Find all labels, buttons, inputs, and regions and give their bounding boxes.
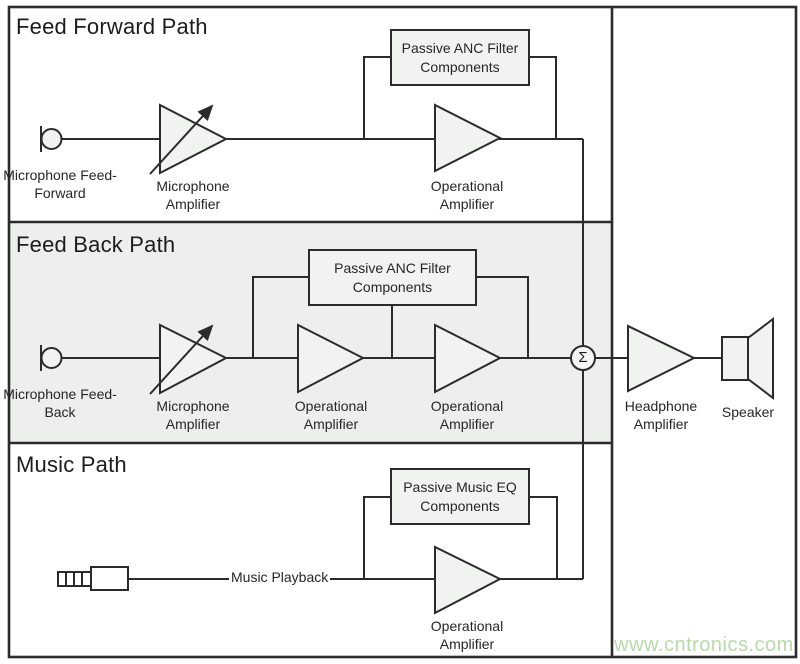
microphone-amplifier-icon (149, 323, 229, 395)
operational-amplifier-label: Operational Amplifier (294, 398, 368, 433)
feed-forward-path-shapes (40, 29, 584, 579)
microphone-feed-forward-label: Microphone Feed-Forward (3, 167, 117, 202)
watermark: www.cntronics.com (614, 634, 794, 656)
variable-gain-arrow-icon (149, 104, 214, 175)
microphone-feed-back-icon (40, 345, 63, 371)
operational-amplifier-icon (297, 323, 366, 394)
output-stage-shapes (627, 316, 774, 401)
operational-amplifier-label: Operational Amplifier (430, 618, 504, 653)
feedback-tap-wire (252, 276, 309, 358)
operational-amplifier-icon (434, 545, 503, 615)
passive-anc-filter-box (390, 29, 530, 86)
headphone-amplifier-icon (627, 324, 697, 393)
operational-amplifier-icon (434, 103, 503, 173)
variable-gain-arrow-icon (149, 324, 214, 395)
passive-music-eq-box (390, 468, 530, 525)
microphone-amplifier-label: Microphone Amplifier (156, 178, 230, 213)
microphone-amplifier-label: Microphone Amplifier (156, 398, 230, 433)
feedback-tap-wire (529, 56, 557, 139)
feedback-tap-wire (529, 496, 558, 579)
feedback-tap-wire (363, 496, 391, 579)
passive-anc-filter-label: Passive ANC Filter Components (401, 40, 519, 75)
feed-back-path-shapes (40, 249, 628, 395)
operational-amplifier-icon (434, 323, 503, 394)
feedback-tap-wire (363, 56, 391, 139)
operational-amplifier-label: Operational Amplifier (430, 398, 504, 433)
microphone-feed-forward-icon (40, 126, 63, 152)
music-path-title: Music Path (16, 452, 127, 477)
speaker-icon (721, 316, 774, 401)
microphone-amplifier-icon (149, 103, 229, 175)
headphone-amplifier-label: Headphone Amplifier (624, 398, 698, 433)
music-path-shapes (57, 468, 583, 615)
speaker-label: Speaker (721, 404, 775, 420)
music-playback-label: Music Playback (229, 569, 331, 585)
feed-back-title: Feed Back Path (16, 232, 176, 257)
microphone-feed-back-label: Microphone Feed-Back (3, 386, 117, 421)
operational-amplifier-label: Operational Amplifier (430, 178, 504, 213)
feedback-tap-wire (476, 276, 529, 358)
audio-jack-icon (57, 566, 129, 591)
diagram-frame (7, 5, 798, 659)
passive-music-eq-label: Passive Music EQ Components (403, 479, 517, 514)
passive-anc-filter-label: Passive ANC Filter Components (334, 260, 451, 295)
summing-node-icon: Σ (570, 345, 596, 371)
feed-forward-title: Feed Forward Path (16, 14, 208, 39)
